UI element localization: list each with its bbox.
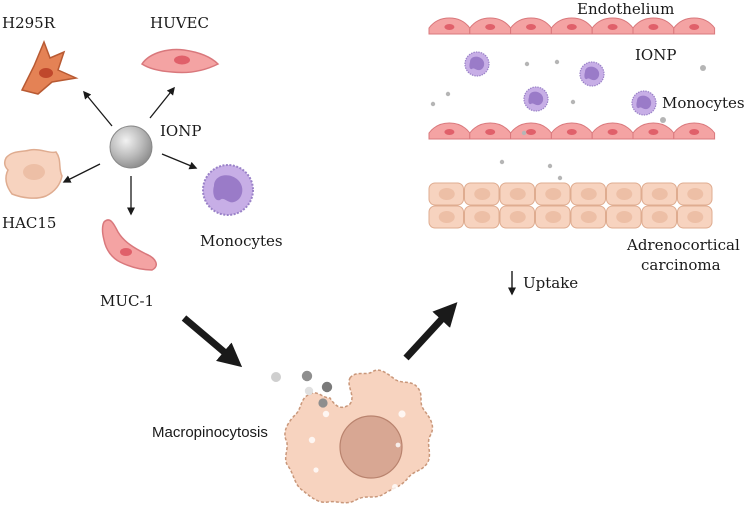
tumor-nucleus: [509, 188, 526, 200]
tissue-label-line2: carcinoma: [641, 256, 721, 274]
right-panel: Endothelium: [428, 0, 745, 296]
muc1-label: MUC-1: [100, 292, 154, 310]
endothelial-nucleus: [526, 129, 536, 135]
arrow-to-huvec: [149, 86, 175, 119]
muc1-cell-icon: [101, 219, 157, 271]
vessel-monocyte-icon: [464, 51, 490, 77]
macropinocytosis-section: Macropinocytosis: [152, 302, 458, 504]
left-panel: H295R HUVEC HAC15 MUC-1 Monocytes: [2, 14, 283, 310]
monocyte-cell-icon: [202, 164, 254, 216]
tumor-nucleus: [687, 211, 704, 223]
endothelial-nucleus: [689, 129, 700, 135]
tumor-nucleus: [651, 188, 668, 200]
endothelial-nucleus: [566, 129, 577, 135]
tumor-nucleus: [509, 211, 526, 223]
hac15-cell-icon: [3, 148, 63, 199]
uptake-label: Uptake: [523, 274, 578, 292]
tumor-nucleus: [474, 188, 491, 200]
endothelial-nucleus: [485, 129, 496, 135]
arrow-to-h295r: [83, 90, 113, 127]
tumor-nucleus: [474, 211, 491, 223]
vessel-monocytes-label: Monocytes: [662, 94, 745, 112]
endothelial-nucleus: [444, 24, 455, 30]
vessel-monocyte-icon: [631, 90, 657, 116]
tumor-nucleus: [545, 188, 562, 200]
ionp-nanoparticle-icon: [109, 125, 153, 169]
endothelial-nucleus: [566, 24, 577, 30]
endothelial-nucleus: [485, 24, 496, 30]
endothelium-top-row: [428, 17, 716, 35]
ionp-label: IONP: [160, 122, 201, 140]
huvec-cell-icon: [140, 48, 220, 74]
endothelial-nucleus: [526, 24, 536, 30]
tumor-nucleus: [580, 188, 597, 200]
tumor-nucleus: [616, 188, 633, 200]
macropinocytosis-label: Macropinocytosis: [152, 424, 268, 441]
vessel-monocyte-icon: [579, 61, 605, 87]
endothelial-nucleus: [648, 24, 659, 30]
hac15-label: HAC15: [2, 214, 56, 232]
arrow-to-monocyte: [161, 153, 198, 170]
h295r-label: H295R: [2, 14, 56, 32]
endothelial-nucleus: [648, 129, 659, 135]
big-arrow-down-right: [181, 315, 243, 368]
arrow-to-hac15: [62, 163, 101, 183]
tumor-nucleus: [545, 211, 562, 223]
big-arrow-up-right: [403, 302, 458, 361]
vessel-monocyte-icon: [523, 86, 549, 112]
internalized-nanoparticles: [271, 370, 333, 408]
tumor-nucleus: [616, 211, 633, 223]
endothelium-bottom-row: [428, 122, 716, 140]
adrenocortical-carcinoma-tissue: [428, 182, 713, 229]
endothelial-nucleus: [607, 129, 618, 135]
endothelial-nucleus: [689, 24, 700, 30]
h295r-cell-icon: [20, 39, 79, 95]
endothelial-nucleus: [607, 24, 618, 30]
vessel-ionp-label: IONP: [635, 46, 676, 64]
tumor-nucleus: [438, 211, 455, 223]
endothelium-label: Endothelium: [577, 0, 674, 18]
tumor-nucleus: [687, 188, 704, 200]
endothelial-nucleus: [444, 129, 455, 135]
tissue-label-line1: Adrenocortical: [626, 236, 740, 254]
monocytes-label: Monocytes: [200, 232, 283, 250]
huvec-label: HUVEC: [150, 14, 209, 32]
tumor-nucleus: [651, 211, 668, 223]
tumor-nucleus: [438, 188, 455, 200]
tumor-nucleus: [580, 211, 597, 223]
